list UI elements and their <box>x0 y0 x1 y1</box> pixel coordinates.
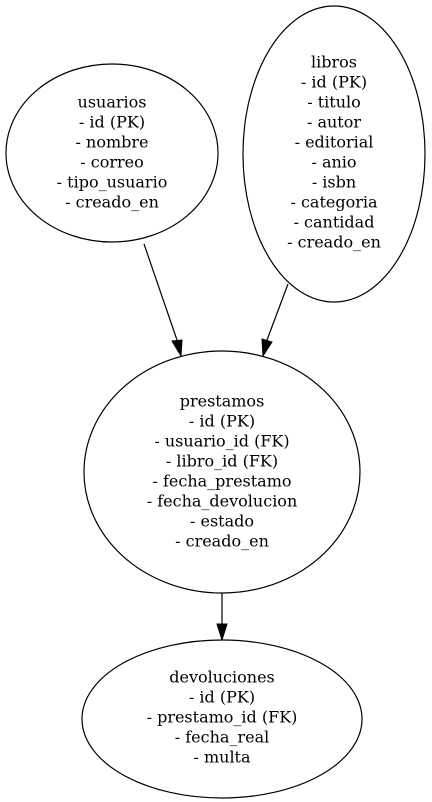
entity-field: - isbn <box>312 173 356 192</box>
entity-field: - prestamo_id (FK) <box>147 708 298 727</box>
entity-ellipse <box>242 5 426 303</box>
entity-field: - id (PK) <box>79 113 145 132</box>
entity-field: - creado_en <box>175 532 269 551</box>
entity-ellipse <box>83 350 361 594</box>
edge-libros-prestamos <box>261 283 289 358</box>
entity-title: libros <box>311 53 357 72</box>
entity-field: - correo <box>80 153 143 172</box>
entity-title: prestamos <box>180 392 265 411</box>
arrowhead-icon <box>261 338 273 358</box>
entity-field: - editorial <box>295 133 374 152</box>
arrowhead-icon <box>216 623 228 642</box>
node-prestamos: prestamos - id (PK) - usuario_id (FK) - … <box>83 350 361 594</box>
nodes: usuarios - id (PK) - nombre - correo - t… <box>5 5 426 799</box>
edge-line <box>266 283 289 341</box>
entity-ellipse <box>5 63 219 243</box>
entity-field: - autor <box>307 113 361 132</box>
entity-field: - creado_en <box>287 233 381 252</box>
entity-ellipse <box>81 639 363 799</box>
entity-field: - anio <box>311 153 356 172</box>
entity-field: - fecha_prestamo <box>152 472 291 491</box>
entity-field: - id (PK) <box>189 412 255 431</box>
edge-usuarios-prestamos <box>143 243 183 358</box>
node-libros: libros - id (PK) - titulo - autor - edit… <box>242 5 426 303</box>
entity-title: usuarios <box>78 93 147 112</box>
entity-field: - libro_id (FK) <box>166 452 278 471</box>
entity-field: - cantidad <box>294 213 375 232</box>
entity-field: - multa <box>193 748 251 767</box>
entity-field: - id (PK) <box>301 73 367 92</box>
edge-line <box>143 243 178 341</box>
entity-field: - usuario_id (FK) <box>154 432 289 451</box>
entity-field: - fecha_real <box>175 728 269 747</box>
entity-field: - titulo <box>307 93 361 112</box>
entity-field: - fecha_devolucion <box>147 492 298 511</box>
entity-field: - creado_en <box>65 193 159 212</box>
node-usuarios: usuarios - id (PK) - nombre - correo - t… <box>5 63 219 243</box>
entity-field: - estado <box>190 512 254 531</box>
edges <box>143 243 289 642</box>
entity-title: devoluciones <box>169 668 275 687</box>
entity-field: - id (PK) <box>189 688 255 707</box>
entity-field: - categoria <box>290 193 378 212</box>
arrowhead-icon <box>171 339 183 358</box>
node-devoluciones: devoluciones - id (PK) - prestamo_id (FK… <box>81 639 363 799</box>
entity-field: - tipo_usuario <box>57 173 168 192</box>
edge-prestamos-devoluciones <box>216 593 228 642</box>
entity-field: - nombre <box>76 133 149 152</box>
